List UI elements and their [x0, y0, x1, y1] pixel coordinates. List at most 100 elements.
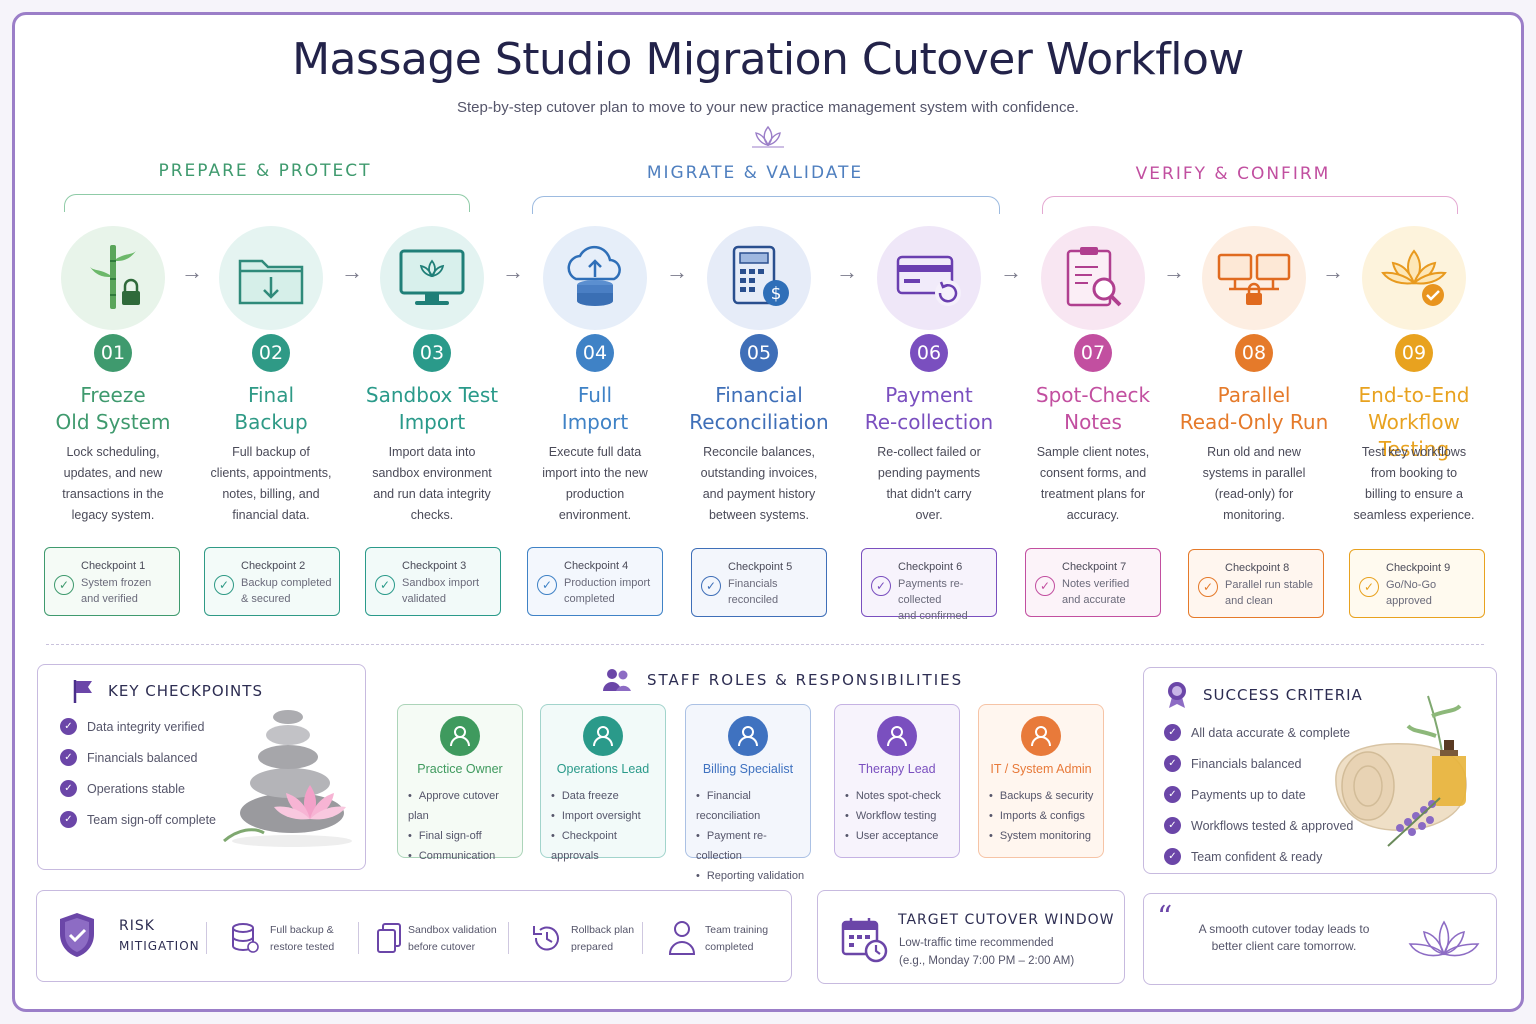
role-responsibilities: Notes spot-checkWorkflow testingUser acc… [845, 786, 941, 846]
success-item: ✓Team confident & ready [1164, 848, 1322, 865]
checkpoint-title: Checkpoint 1 [81, 560, 146, 572]
phase-brace-migrate [532, 196, 1000, 214]
risk-separator [642, 922, 643, 954]
responsibility-item: Workflow testing [845, 806, 941, 826]
key-checkpoint-item: ✓Team sign-off complete [60, 811, 216, 828]
step-05-icon-circle: $ [707, 226, 811, 330]
checkpoint-title: Checkpoint 3 [402, 560, 467, 572]
risk-separator [358, 922, 359, 954]
risk-separator [508, 922, 509, 954]
check-circle-icon: ✓ [701, 576, 721, 596]
step-01-icon-circle [61, 226, 165, 330]
section-divider [46, 644, 1484, 645]
target-cutover-panel: TARGET CUTOVER WINDOW Low-traffic time r… [817, 890, 1125, 984]
key-checkpoints-heading: KEY CHECKPOINTS [108, 682, 263, 700]
success-criteria-panel: SUCCESS CRITERIA ✓All data accurate & co… [1143, 667, 1497, 874]
bamboo-lock-icon [90, 245, 140, 309]
risk-mitigation-panel: RISK MITIGATION [36, 890, 792, 982]
role-card: Therapy LeadNotes spot-checkWorkflow tes… [834, 704, 960, 858]
step-number-badge: 07 [1074, 334, 1112, 372]
person-avatar-icon [440, 716, 480, 756]
award-ribbon-icon [1168, 682, 1186, 708]
responsibility-item: System monitoring [989, 826, 1093, 846]
responsibility-item: Financial reconciliation [696, 786, 810, 826]
step-08-icon-circle [1202, 226, 1306, 330]
role-title: IT / System Admin [990, 762, 1092, 776]
check-circle-icon: ✓ [1035, 576, 1055, 596]
phase-brace-verify [1042, 196, 1458, 214]
flow-arrow: → [1163, 259, 1185, 284]
step-04-icon-circle [543, 226, 647, 330]
key-checkpoint-item: ✓Financials balanced [60, 749, 198, 766]
dual-monitor-lock-icon [1217, 253, 1291, 305]
success-item: ✓Financials balanced [1164, 755, 1302, 772]
check-icon: ✓ [60, 718, 77, 735]
checkpoint-title: Checkpoint 6 [898, 561, 963, 573]
svg-text:$: $ [771, 284, 782, 304]
cloud-upload-database-icon [567, 245, 621, 306]
check-icon: ✓ [60, 811, 77, 828]
step-number-badge: 03 [413, 334, 451, 372]
lotus-icon [1408, 920, 1480, 957]
target-cutover-line1: Low-traffic time recommended [899, 937, 1054, 949]
role-title: Operations Lead [556, 762, 650, 776]
person-avatar-icon [583, 716, 623, 756]
risk-title: RISK [119, 918, 155, 934]
rollback-icon [533, 926, 559, 951]
flow-arrow: → [502, 259, 524, 284]
key-checkpoints-panel: KEY CHECKPOINTS ✓Data integrity verified… [37, 664, 366, 870]
flow-arrow: → [341, 259, 363, 284]
shield-check-icon [60, 913, 94, 957]
success-item: ✓All data accurate & complete [1164, 724, 1350, 741]
role-title: Practice Owner [417, 762, 503, 776]
phase-brace-prepare [64, 194, 470, 212]
stones-lotus-illustration [223, 710, 352, 847]
responsibility-item: Data freeze [551, 786, 665, 806]
checkpoint-detail: Backup completed& secured [241, 577, 332, 605]
step-number-badge: 02 [252, 334, 290, 372]
role-responsibilities: Data freezeImport oversightCheckpoint ap… [551, 786, 665, 866]
responsibility-item: Communication [408, 846, 522, 866]
person-avatar-icon [1021, 716, 1061, 756]
step-07-icon-circle [1041, 226, 1145, 330]
step-02-icon-circle [219, 226, 323, 330]
checkpoint-title: Checkpoint 2 [241, 560, 306, 572]
check-icon: ✓ [60, 749, 77, 766]
flow-arrow: → [836, 259, 858, 284]
checkpoint-title: Checkpoint 8 [1225, 562, 1290, 574]
page-title: Massage Studio Migration Cutover Workflo… [292, 34, 1244, 85]
responsibility-item: Checkpoint approvals [551, 826, 665, 866]
phase-prepare-protect: PREPARE & PROTECT [158, 161, 372, 181]
step-number-badge: 05 [740, 334, 778, 372]
success-item: ✓Workflows tested & approved [1164, 817, 1353, 834]
monitor-lotus-icon [399, 249, 465, 305]
responsibility-item: Reporting validation [696, 866, 810, 886]
lotus-check-icon [1381, 249, 1447, 306]
success-criteria-heading: SUCCESS CRITERIA [1203, 686, 1363, 704]
lotus-icon [752, 125, 784, 148]
step-description: Reconcile balances,outstanding invoices,… [700, 445, 818, 522]
role-title: Therapy Lead [858, 762, 936, 776]
target-cutover-heading: TARGET CUTOVER WINDOW [898, 912, 1115, 928]
responsibility-item: Import oversight [551, 806, 665, 826]
check-circle-icon: ✓ [537, 575, 557, 595]
role-card: Operations LeadData freezeImport oversig… [540, 704, 666, 862]
success-item: ✓Payments up to date [1164, 786, 1306, 803]
documents-icon [377, 923, 401, 953]
risk-subtitle: MITIGATION [119, 939, 200, 953]
